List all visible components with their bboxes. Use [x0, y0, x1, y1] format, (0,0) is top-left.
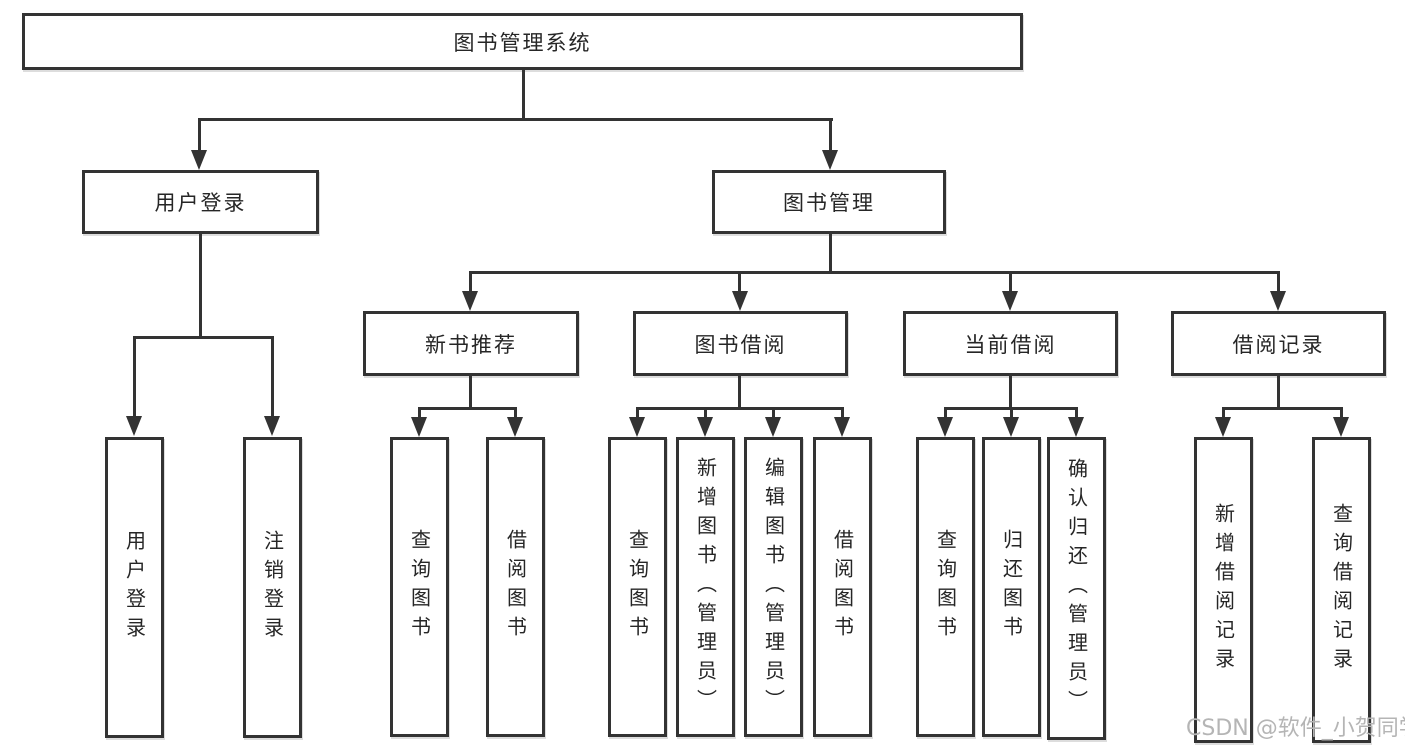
arrow-down-icon	[1215, 417, 1231, 437]
node-user-login: 用户登录	[105, 437, 164, 738]
node-library-management-system: 图书管理系统	[22, 13, 1023, 70]
connector-group-stem	[1277, 374, 1280, 409]
connector-children-bar	[418, 407, 517, 410]
node-borrow-books: 借阅图书	[813, 437, 872, 737]
node-current-borrowing: 当前借阅	[903, 311, 1118, 376]
node-borrowing-records: 借阅记录	[1171, 311, 1386, 376]
arrow-down-icon	[1068, 417, 1084, 437]
connector-stub	[944, 407, 947, 420]
connector-stub	[829, 120, 832, 154]
arrow-down-icon	[629, 417, 645, 437]
arrow-down-icon	[191, 150, 207, 170]
arrow-down-icon	[937, 417, 953, 437]
arrow-down-icon	[411, 417, 427, 437]
node-book-borrowing: 图书借阅	[633, 311, 848, 376]
node-add-books-admin: 新增图书（管理员）	[676, 437, 735, 737]
connector-group-stem	[469, 374, 472, 409]
connector-stub	[514, 407, 517, 420]
node-user-login-branch: 用户登录	[82, 170, 319, 234]
connector-stub	[271, 336, 274, 418]
connector-stub	[1075, 407, 1078, 420]
arrow-down-icon	[834, 417, 850, 437]
arrow-down-icon	[765, 417, 781, 437]
node-return-books: 归还图书	[982, 437, 1041, 737]
arrow-down-icon	[462, 291, 478, 311]
node-search-borrow-record: 查询借阅记录	[1312, 437, 1371, 743]
arrow-down-icon	[697, 417, 713, 437]
connector-group-stem	[1009, 374, 1012, 409]
node-book-management-branch: 图书管理	[712, 170, 946, 234]
connector-level3-bar	[469, 271, 1280, 274]
arrow-down-icon	[1003, 417, 1019, 437]
arrow-down-icon	[126, 416, 142, 436]
node-search-books-current: 查询图书	[916, 437, 975, 737]
connector-stub	[636, 407, 639, 420]
connector-stub	[1010, 407, 1013, 420]
node-edit-books-admin: 编辑图书（管理员）	[744, 437, 803, 737]
node-search-books-borrowing: 查询图书	[608, 437, 667, 737]
connector-children-bar	[133, 336, 274, 339]
connector-stub	[198, 120, 201, 154]
connector-stub	[772, 407, 775, 420]
connector-stub	[738, 273, 741, 293]
arrow-down-icon	[264, 416, 280, 436]
connector-stub	[469, 273, 472, 293]
connector-group-stem	[738, 374, 741, 409]
node-borrow-books-recommend: 借阅图书	[486, 437, 545, 737]
connector-branch-stem	[199, 233, 202, 338]
csdn-watermark: CSDN @软件_小贺同学	[1186, 716, 1405, 741]
connector-root-stem	[522, 68, 525, 121]
connector-level2-bar	[198, 118, 833, 121]
arrow-down-icon	[1270, 291, 1286, 311]
arrow-down-icon	[732, 291, 748, 311]
connector-stub	[1340, 407, 1343, 420]
connector-stub	[1277, 273, 1280, 293]
connector-stub	[1009, 273, 1012, 293]
node-confirm-return-admin: 确认归还（管理员）	[1047, 437, 1106, 740]
connector-stub	[704, 407, 707, 420]
node-logout: 注销登录	[243, 437, 302, 738]
node-search-books-recommend: 查询图书	[390, 437, 449, 737]
connector-branch-stem	[829, 232, 832, 273]
arrow-down-icon	[822, 150, 838, 170]
arrow-down-icon	[1333, 417, 1349, 437]
connector-children-bar	[636, 407, 844, 410]
arrow-down-icon	[507, 417, 523, 437]
node-add-borrow-record: 新增借阅记录	[1194, 437, 1253, 743]
connector-children-bar	[1222, 407, 1343, 410]
connector-stub	[841, 407, 844, 420]
connector-stub	[1222, 407, 1225, 420]
connector-stub	[133, 336, 136, 418]
arrow-down-icon	[1002, 291, 1018, 311]
node-new-book-recommendation: 新书推荐	[363, 311, 579, 376]
connector-stub	[418, 407, 421, 420]
